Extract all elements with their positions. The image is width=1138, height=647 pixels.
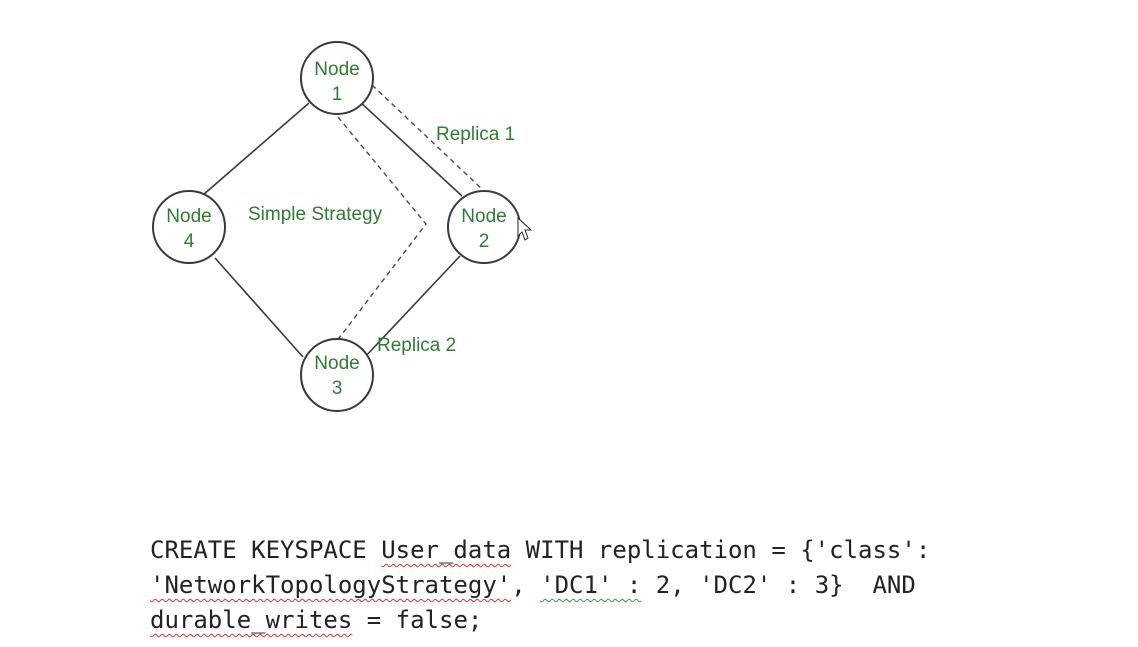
node-3: Node 3	[300, 338, 374, 412]
code-durable-writes: durable_writes	[150, 606, 353, 634]
replica-2-label: Replica 2	[377, 335, 456, 356]
edge-node1-node2	[358, 100, 463, 197]
node-2-label-line1: Node	[461, 206, 506, 227]
edge-node2-node3	[363, 255, 461, 359]
node-4: Node 4	[152, 190, 226, 264]
node-3-label-line1: Node	[314, 353, 359, 374]
cql-code-block: CREATE KEYSPACE User_data WITH replicati…	[150, 533, 930, 638]
code-line-1: CREATE KEYSPACE User_data WITH replicati…	[150, 533, 930, 568]
code-keyspace-name: User_data	[381, 536, 512, 564]
edge-node4-node3	[214, 257, 304, 358]
replica-1-dashed-line	[371, 84, 484, 191]
code-line-3-part-2: = false;	[352, 606, 483, 634]
code-line-3: durable_writes = false;	[150, 603, 930, 638]
node-4-label-line2: 4	[184, 231, 195, 252]
simple-strategy-label: Simple Strategy	[248, 204, 383, 225]
node-1-label-line1: Node	[314, 59, 359, 80]
node-2: Node 2	[447, 190, 521, 264]
replica-2-dashed-path	[335, 116, 427, 343]
node-3-label-line2: 3	[332, 378, 343, 399]
simple-strategy-diagram: Node 1 Node 2 Node 3 Node 4 Replica 1 Si…	[152, 41, 533, 412]
node-1: Node 1	[300, 41, 374, 115]
code-line-2: 'NetworkTopologyStrategy', 'DC1' : 2, 'D…	[150, 568, 930, 603]
code-line-1-part-1: CREATE KEYSPACE	[150, 536, 382, 564]
replica-1-label: Replica 1	[436, 124, 515, 145]
code-dc1-key: 'DC1' :	[540, 571, 642, 599]
node-4-label-line1: Node	[166, 206, 211, 227]
code-line-2-part-4: 2, 'DC2' : 3} AND	[641, 571, 916, 599]
mouse-cursor-icon	[517, 216, 533, 241]
edge-node1-node4	[202, 102, 310, 196]
code-line-1-part-3: WITH replication = {'class':	[511, 536, 931, 564]
node-2-label-line2: 2	[479, 231, 490, 252]
node-1-label-line2: 1	[332, 84, 343, 105]
code-line-2-part-2: ,	[511, 571, 541, 599]
code-strategy-class: 'NetworkTopologyStrategy'	[150, 571, 512, 599]
